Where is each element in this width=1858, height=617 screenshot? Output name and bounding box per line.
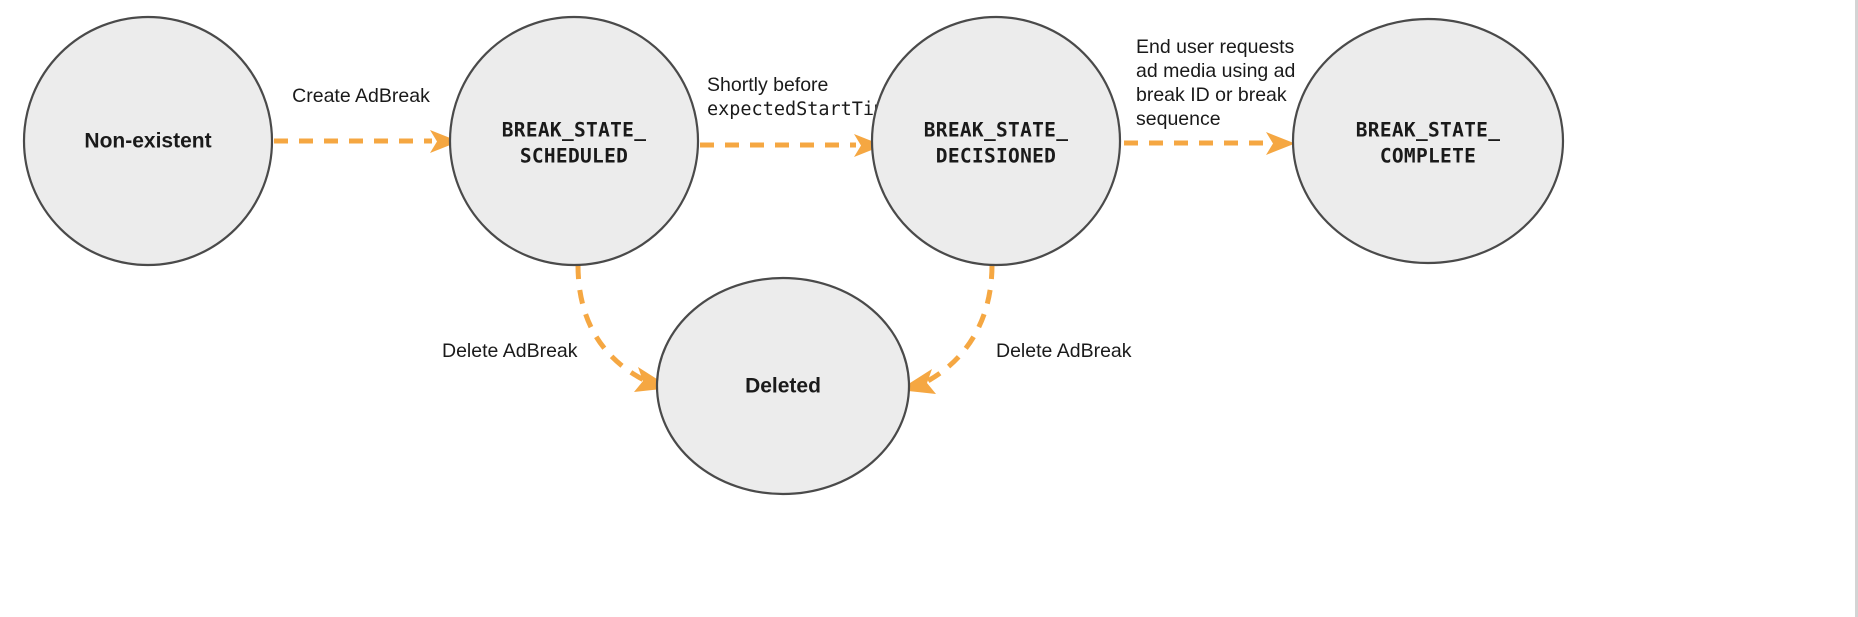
edge-line	[575, 264, 648, 384]
edge-label-part: Delete	[442, 340, 503, 362]
edge-line	[922, 264, 995, 386]
node-shape	[22, 15, 274, 267]
edge-end-user-requests[interactable]: End user requests ad media using ad brea…	[1124, 36, 1295, 155]
node-break-state-scheduled[interactable]: BREAK_STATE_ SCHEDULED	[448, 15, 700, 267]
node-label-complete-line1: BREAK_STATE_	[1356, 119, 1500, 142]
edge-label-expected-start-time: expectedStartTime	[707, 99, 896, 120]
node-break-state-complete[interactable]: BREAK_STATE_ COMPLETE	[1291, 17, 1565, 265]
edge-label-end-user-line2: ad media using ad	[1136, 60, 1295, 82]
node-shape	[448, 15, 700, 267]
edge-label-part-mono: AdBreak	[355, 85, 430, 107]
edge-label-part: Create	[292, 85, 355, 107]
edge-label-delete-adbreak-left: Delete AdBreak	[442, 340, 578, 362]
node-label-scheduled-line2: SCHEDULED	[520, 145, 628, 168]
right-edge-rule	[1855, 0, 1858, 617]
edge-create-adbreak[interactable]: Create AdBreak	[274, 85, 459, 153]
edge-delete-adbreak-decisioned[interactable]: Delete AdBreak	[899, 264, 1132, 394]
node-label-non-existent: Non-existent	[84, 130, 211, 153]
edge-shortly-before[interactable]: Shortly before expectedStartTime	[700, 74, 896, 157]
node-label-complete-line2: COMPLETE	[1380, 145, 1476, 168]
edge-delete-adbreak-scheduled[interactable]: Delete AdBreak	[442, 264, 671, 392]
node-shape	[655, 276, 911, 496]
edge-label-part-mono: AdBreak	[1057, 340, 1132, 362]
node-label-decisioned-line1: BREAK_STATE_	[924, 119, 1068, 142]
edge-label-end-user-line3: break ID or break	[1136, 84, 1287, 106]
edge-label-create-adbreak: Create AdBreak	[292, 85, 430, 107]
node-label-decisioned-line2: DECISIONED	[936, 145, 1056, 168]
node-non-existent[interactable]: Non-existent	[22, 15, 274, 267]
edge-label-end-user-line1: End user requests	[1136, 36, 1295, 58]
edge-label-part-mono: AdBreak	[503, 340, 578, 362]
edge-label-delete-adbreak-right: Delete AdBreak	[996, 340, 1132, 362]
node-label-scheduled-line1: BREAK_STATE_	[502, 119, 646, 142]
edge-label-part: Delete	[996, 340, 1057, 362]
arrowhead-icon	[430, 130, 459, 153]
node-deleted[interactable]: Deleted	[655, 276, 911, 496]
edge-label-shortly-before-line1: Shortly before	[707, 74, 828, 96]
node-shape	[1291, 17, 1565, 265]
node-break-state-decisioned[interactable]: BREAK_STATE_ DECISIONED	[870, 15, 1122, 267]
edge-label-end-user-line4: sequence	[1136, 108, 1221, 130]
arrowhead-icon	[854, 134, 883, 157]
node-label-deleted: Deleted	[745, 375, 821, 398]
node-shape	[870, 15, 1122, 267]
arrowhead-icon	[1266, 132, 1295, 155]
